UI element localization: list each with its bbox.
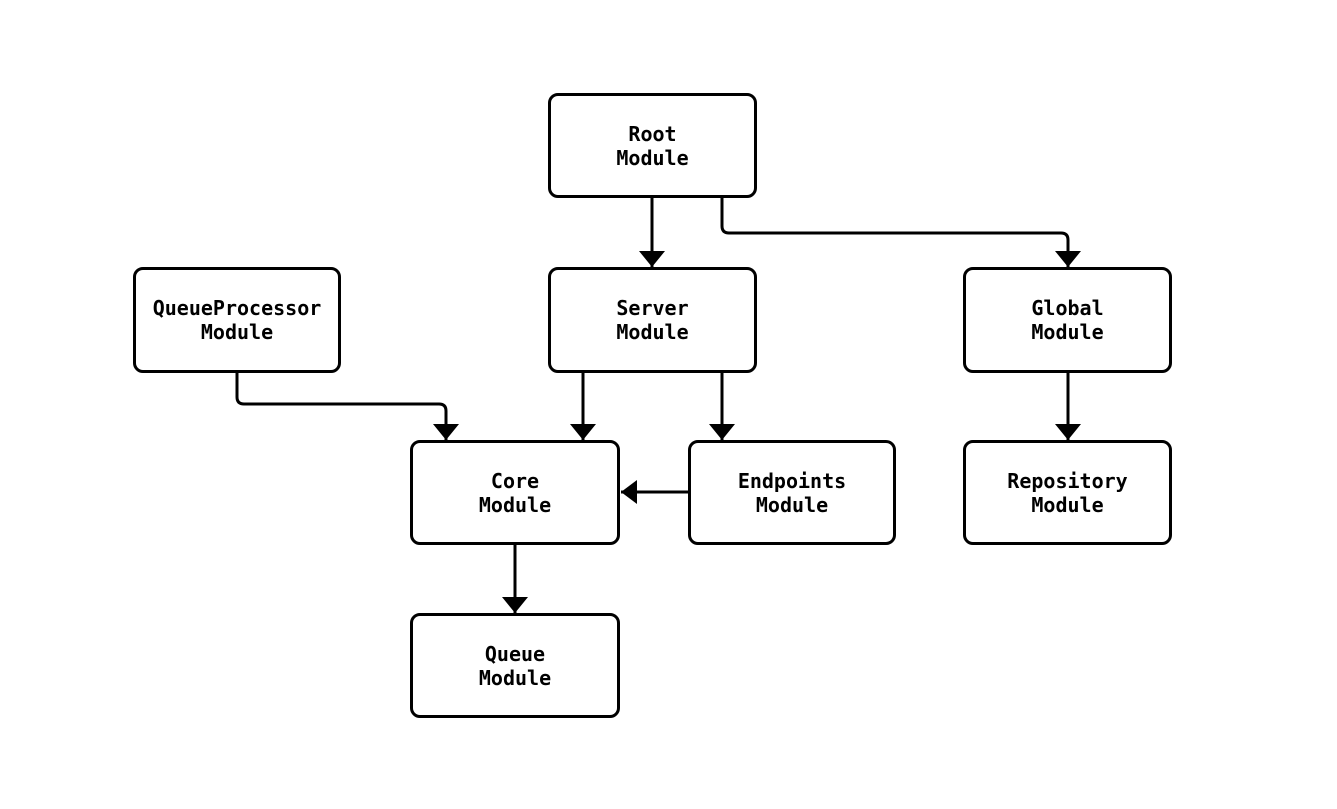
node-label-line: Root [628,121,677,146]
node-label-line: Module [200,320,274,344]
node-label-line: Server [616,296,689,320]
node-label-line: Queue [484,641,546,666]
node-label-line: Global [1031,296,1104,320]
arrowhead-icon [502,597,528,613]
node-label-line: Module [1031,492,1104,517]
arrowhead-icon [570,424,596,440]
arrowhead-icon [639,251,665,267]
arrowhead-icon [709,424,735,440]
node-label-line: QueueProcessor [152,296,322,320]
node-label-line: Core [490,468,540,493]
node-label-line: Module [478,665,552,690]
node-label-line: Module [1031,320,1104,344]
node-label-line: Repository [1007,468,1128,493]
node-label-line: Module [616,145,689,170]
node-label-line: Module [616,320,689,344]
node-label-line: Module [755,492,829,517]
arrowhead-icon [1055,251,1081,267]
arrowhead-icon [621,480,637,504]
node-label-line: Module [478,492,552,517]
arrowhead-icon [433,424,459,440]
edge-queueprocessor-module-to-core-module [235,373,448,440]
node-label-line: Endpoints [737,468,847,493]
edge-root-module-to-global-module [720,198,1070,267]
arrowhead-icon [1055,424,1081,440]
